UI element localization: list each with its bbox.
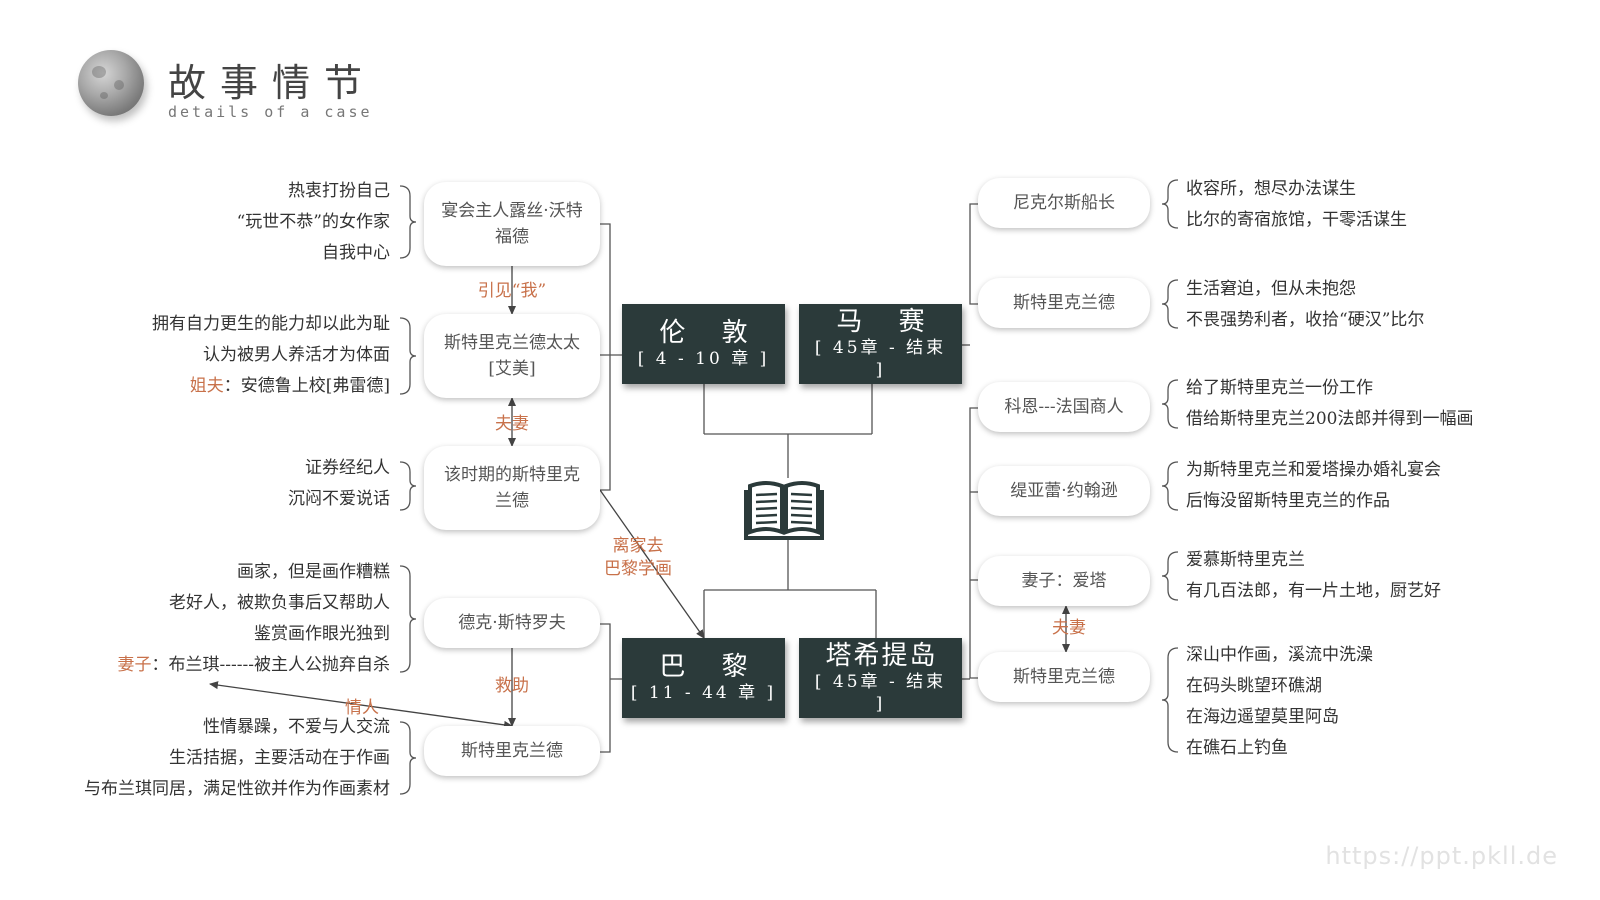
location-london-range: [ 4 - 10 章 ]: [637, 349, 770, 369]
desc-line: 证券经纪人: [305, 458, 390, 478]
location-marseille-range: [ 45章 - 结束 ]: [814, 338, 947, 380]
open-book-icon: [744, 481, 824, 540]
desc-strickland-marseille: 生活窘迫，但从未抱怨 不畏强势利者，收拾“硬汉”比尔: [1186, 274, 1424, 336]
desc-line: 后悔没留斯特里克兰的作品: [1186, 491, 1390, 511]
location-london[interactable]: 伦 敦 [ 4 - 10 章 ]: [622, 304, 785, 384]
desc-line: 画家，但是画作糟糕: [237, 562, 390, 582]
desc-ata: 爱慕斯特里克兰 有几百法郎，有一片土地，厨艺好: [1186, 545, 1441, 607]
desc-strickland-london: 证券经纪人 沉闷不爱说话: [288, 453, 390, 515]
desc-cohen: 给了斯特里克兰一份工作 借给斯特里克兰200法郎并得到一幅画: [1186, 373, 1473, 435]
desc-nichols: 收容所，想尽办法谋生 比尔的寄宿旅馆，干零活谋生: [1186, 174, 1407, 236]
location-tahiti-range: [ 45章 - 结束 ]: [814, 672, 947, 714]
page-title: 故事情节: [168, 61, 377, 105]
relation-rescue: 救助: [495, 676, 529, 696]
location-tahiti-name: 塔希提岛: [825, 641, 938, 671]
leave-home-arrow: [599, 489, 705, 639]
node-strickland-marseille[interactable]: 斯特里克兰德: [978, 278, 1150, 328]
location-marseille[interactable]: 马 赛 [ 45章 - 结束 ]: [799, 304, 962, 384]
desc-line: 自我中心: [322, 243, 390, 263]
node-rose-waterford[interactable]: 宴会主人露丝·沃特福德: [424, 182, 600, 266]
location-marseille-name: 马 赛: [836, 307, 939, 337]
node-tiare-johnson[interactable]: 缇亚蕾·约翰逊: [978, 466, 1150, 516]
desc-tiare: 为斯特里克兰和爱塔操办婚礼宴会 后悔没留斯特里克兰的作品: [1186, 455, 1441, 517]
desc-line: 比尔的寄宿旅馆，干零活谋生: [1186, 210, 1407, 230]
location-tahiti[interactable]: 塔希提岛 [ 45章 - 结束 ]: [799, 638, 962, 718]
desc-line: 给了斯特里克兰一份工作: [1186, 378, 1373, 398]
desc-line: 鉴赏画作眼光独到: [254, 624, 390, 644]
desc-line: 不畏强势利者，收拾“硬汉”比尔: [1186, 310, 1425, 330]
node-strickland-london[interactable]: 该时期的斯特里克兰德: [424, 446, 600, 530]
desc-rest: ：安德鲁上校[弗雷德]: [223, 376, 390, 396]
desc-line: 爱慕斯特里克兰: [1186, 550, 1305, 570]
desc-line: 与布兰琪同居，满足性欲并作为作画素材: [84, 779, 390, 799]
desc-highlight: 姐夫: [189, 376, 224, 396]
location-london-name: 伦 敦: [659, 318, 762, 348]
relation-couple-right: 夫妻: [1052, 618, 1086, 638]
node-strickland-paris[interactable]: 斯特里克兰德: [424, 726, 600, 776]
desc-line: 拥有自力更生的能力却以此为耻: [152, 314, 390, 334]
desc-dirk: 画家，但是画作糟糕 老好人，被欺负事后又帮助人 鉴赏画作眼光独到 妻子：布兰琪-…: [118, 557, 390, 681]
desc-line: 生活窘迫，但从未抱怨: [1186, 279, 1356, 299]
desc-line: 收容所，想尽办法谋生: [1186, 179, 1356, 199]
lover-arrow: [209, 681, 513, 729]
node-captain-nichols[interactable]: 尼克尔斯船长: [978, 178, 1150, 228]
relation-leave-home-1: 离家去: [612, 536, 664, 556]
relation-leave-home-2: 巴黎学画: [604, 559, 672, 579]
desc-line-wife: 妻子：布兰琪------被主人公抛弃自杀: [118, 650, 390, 681]
desc-rose: 热衷打扮自己 “玩世不恭”的女作家 自我中心: [237, 176, 390, 269]
desc-line: 在礁石上钓鱼: [1186, 738, 1288, 758]
relation-couple-left: 夫妻: [495, 414, 529, 434]
desc-strickland-paris: 性情暴躁，不爱与人交流 生活拮据，主要活动在于作画 与布兰琪同居，满足性欲并作为…: [84, 712, 390, 805]
desc-line: 认为被男人养活才为体面: [203, 345, 390, 365]
desc-line: “玩世不恭”的女作家: [236, 212, 390, 232]
desc-line: 在海边遥望莫里阿岛: [1186, 707, 1339, 727]
desc-mrs-strickland: 拥有自力更生的能力却以此为耻 认为被男人养活才为体面 姐夫：安德鲁上校[弗雷德]: [152, 309, 390, 402]
relation-introduce: 引见“我”: [477, 281, 547, 301]
desc-line: 老好人，被欺负事后又帮助人: [169, 593, 390, 613]
moon-logo-icon: [78, 50, 144, 116]
location-paris-name: 巴 黎: [659, 652, 762, 682]
desc-highlight: 妻子: [117, 655, 152, 675]
watermark: https://ppt.pkll.de: [1325, 842, 1558, 870]
page-subtitle: details of a case: [168, 103, 373, 121]
desc-line: 在码头眺望环礁湖: [1186, 676, 1322, 696]
location-paris[interactable]: 巴 黎 [ 11 - 44 章 ]: [622, 638, 785, 718]
node-strickland-tahiti[interactable]: 斯特里克兰德: [978, 652, 1150, 702]
relation-lover: 情人: [345, 698, 379, 718]
desc-line: 生活拮据，主要活动在于作画: [169, 748, 390, 768]
desc-line: 借给斯特里克兰200法郎并得到一幅画: [1186, 409, 1474, 429]
node-dirk-stroeve[interactable]: 德克·斯特罗夫: [424, 598, 600, 648]
node-ata[interactable]: 妻子：爱塔: [978, 556, 1150, 606]
desc-line: 沉闷不爱说话: [288, 489, 390, 509]
node-mrs-strickland[interactable]: 斯特里克兰德太太[艾美]: [424, 314, 600, 398]
desc-strickland-tahiti: 深山中作画，溪流中洗澡 在码头眺望环礁湖 在海边遥望莫里阿岛 在礁石上钓鱼: [1186, 640, 1373, 764]
desc-line-in-law: 姐夫：安德鲁上校[弗雷德]: [152, 371, 390, 402]
desc-rest: ：布兰琪------被主人公抛弃自杀: [151, 655, 390, 675]
desc-line: 为斯特里克兰和爱塔操办婚礼宴会: [1186, 460, 1441, 480]
desc-line: 深山中作画，溪流中洗澡: [1186, 645, 1373, 665]
node-cohen[interactable]: 科恩---法国商人: [978, 382, 1150, 432]
desc-line: 有几百法郎，有一片土地，厨艺好: [1186, 581, 1441, 601]
desc-line: 热衷打扮自己: [288, 181, 390, 201]
location-paris-range: [ 11 - 44 章 ]: [630, 683, 777, 703]
desc-line: 性情暴躁，不爱与人交流: [203, 717, 390, 737]
